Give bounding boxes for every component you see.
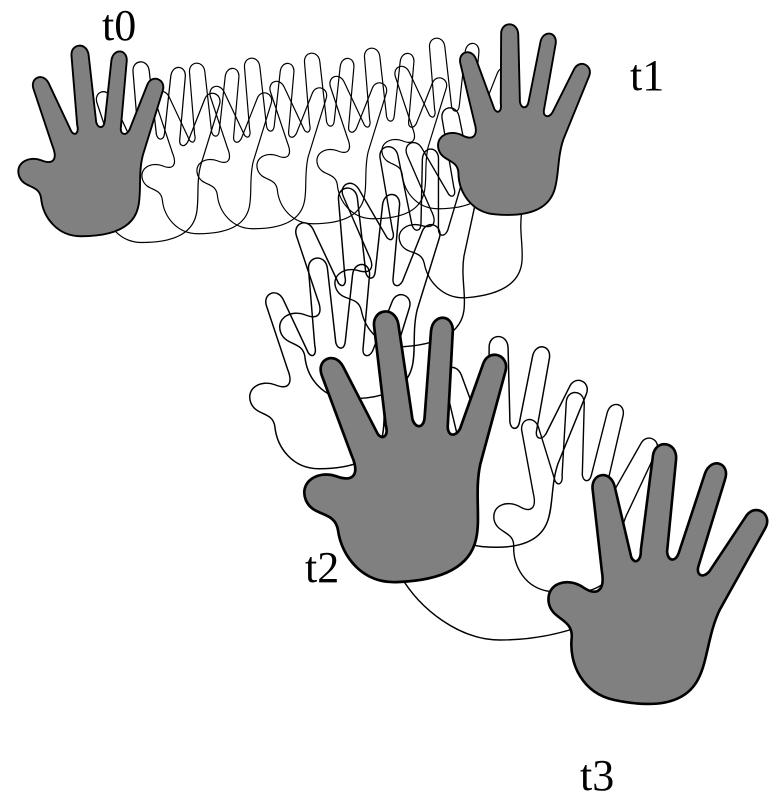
hand-t1 (432, 19, 593, 222)
label-t0: t0 (102, 1, 136, 50)
hand-t0 (18, 46, 163, 237)
ghost-hand (280, 188, 440, 399)
label-t3: t3 (580, 751, 614, 800)
ghost-hand (197, 58, 327, 229)
ghost-hand (257, 53, 387, 224)
ghost-hand (317, 48, 447, 219)
label-t2: t2 (305, 543, 339, 592)
label-t1: t1 (630, 51, 664, 100)
hand-t3 (530, 427, 775, 723)
